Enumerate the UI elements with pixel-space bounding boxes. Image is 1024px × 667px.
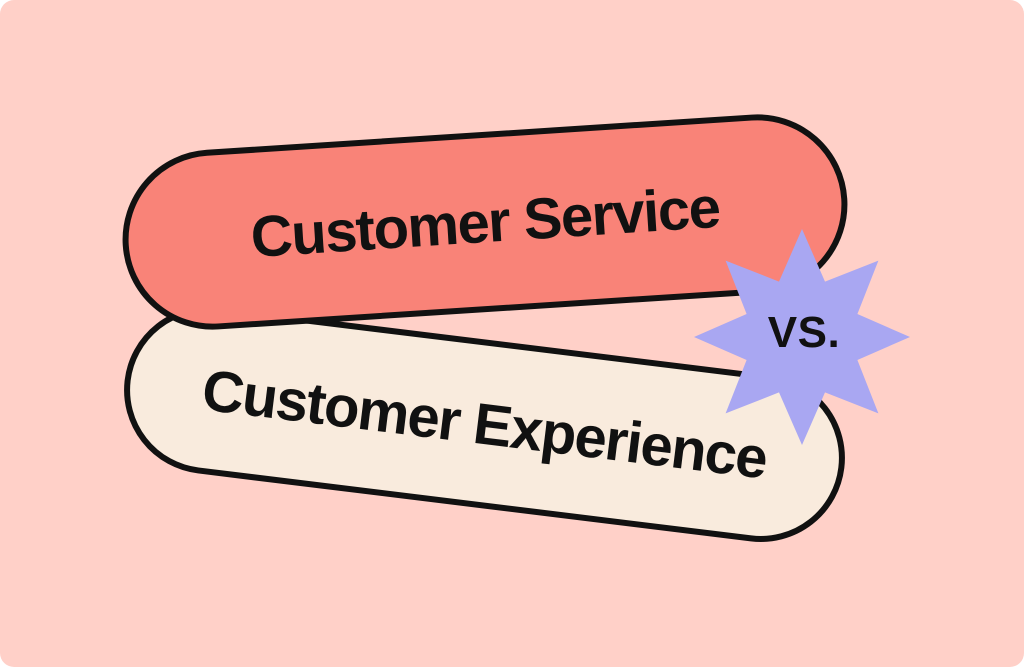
customer-service-label: Customer Service [248, 174, 722, 270]
vs-starburst: VS. [692, 227, 912, 447]
starburst-icon [694, 229, 910, 445]
starburst-shape [694, 229, 910, 445]
customer-experience-label: Customer Experience [198, 357, 771, 491]
vs-label: VS. [767, 308, 841, 357]
